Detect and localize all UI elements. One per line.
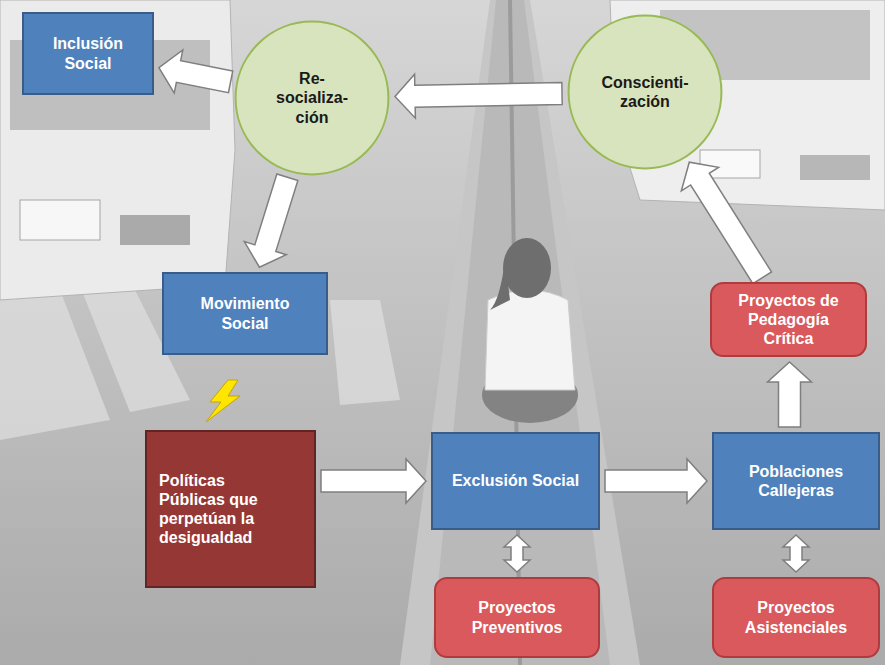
box-outline — [23, 13, 153, 94]
box-outline — [713, 578, 879, 657]
block-arrow — [783, 535, 809, 572]
lightning-bolt — [206, 380, 240, 422]
node-outline — [434, 577, 600, 658]
text-holder: Poblaciones Callejeras — [726, 462, 866, 500]
block-arrow — [681, 162, 771, 283]
text-holder: Proyectos de Pedagogía Crítica — [724, 291, 854, 349]
node-outline — [712, 432, 880, 530]
text-holder: Políticas Públicas que perpetúan la desi… — [159, 471, 287, 548]
node-label: Re- socializa- ción — [266, 69, 358, 127]
project-box: Proyectos Asistenciales — [712, 577, 880, 658]
box-outline — [713, 433, 879, 529]
policy-box: Políticas Públicas que perpetúan la desi… — [145, 430, 316, 588]
block-arrow — [768, 362, 812, 427]
node-label: Proyectos Preventivos — [447, 598, 587, 636]
process-circle: Conscienti- zación — [567, 14, 723, 170]
box-outline — [432, 433, 599, 529]
node-label: Poblaciones Callejeras — [726, 462, 866, 500]
block-arrow — [244, 174, 298, 267]
node-outline — [22, 12, 154, 95]
concept-box: Exclusión Social — [431, 432, 600, 530]
node-outline — [162, 272, 328, 355]
concept-box: Movimiento Social — [162, 272, 328, 355]
text-holder: Re- socializa- ción — [266, 69, 358, 127]
block-arrow — [504, 535, 530, 572]
node-label: Exclusión Social — [452, 471, 579, 490]
concept-box: Poblaciones Callejeras — [712, 432, 880, 530]
node-label: Proyectos de Pedagogía Crítica — [724, 291, 854, 349]
text-holder: Conscienti- zación — [590, 73, 700, 111]
box-outline — [435, 578, 599, 657]
box-outline — [711, 283, 866, 356]
block-arrow — [321, 459, 426, 503]
project-box: Proyectos Preventivos — [434, 577, 600, 658]
project-box: Proyectos de Pedagogía Crítica — [710, 282, 867, 357]
node-outline — [145, 430, 316, 588]
node-label: Inclusión Social — [33, 34, 143, 72]
text-holder: Proyectos Preventivos — [447, 598, 587, 636]
text-holder: Inclusión Social — [33, 34, 143, 72]
node-label: Conscienti- zación — [590, 73, 700, 111]
node-label: Políticas Públicas que perpetúan la desi… — [159, 471, 287, 548]
block-arrow — [159, 50, 233, 93]
block-arrow — [605, 459, 707, 503]
circle-outline — [569, 16, 722, 169]
node-label: Proyectos Asistenciales — [726, 598, 866, 636]
node-outline — [567, 14, 723, 170]
box-outline — [163, 273, 327, 354]
concept-box: Inclusión Social — [22, 12, 154, 95]
block-arrow — [395, 74, 562, 118]
text-holder: Proyectos Asistenciales — [726, 598, 866, 636]
node-outline — [712, 577, 880, 658]
process-circle: Re- socializa- ción — [234, 20, 390, 176]
circle-outline — [236, 22, 389, 175]
text-holder: Exclusión Social — [452, 471, 579, 490]
text-holder: Movimiento Social — [175, 294, 315, 332]
node-label: Movimiento Social — [175, 294, 315, 332]
box-outline — [146, 431, 315, 587]
